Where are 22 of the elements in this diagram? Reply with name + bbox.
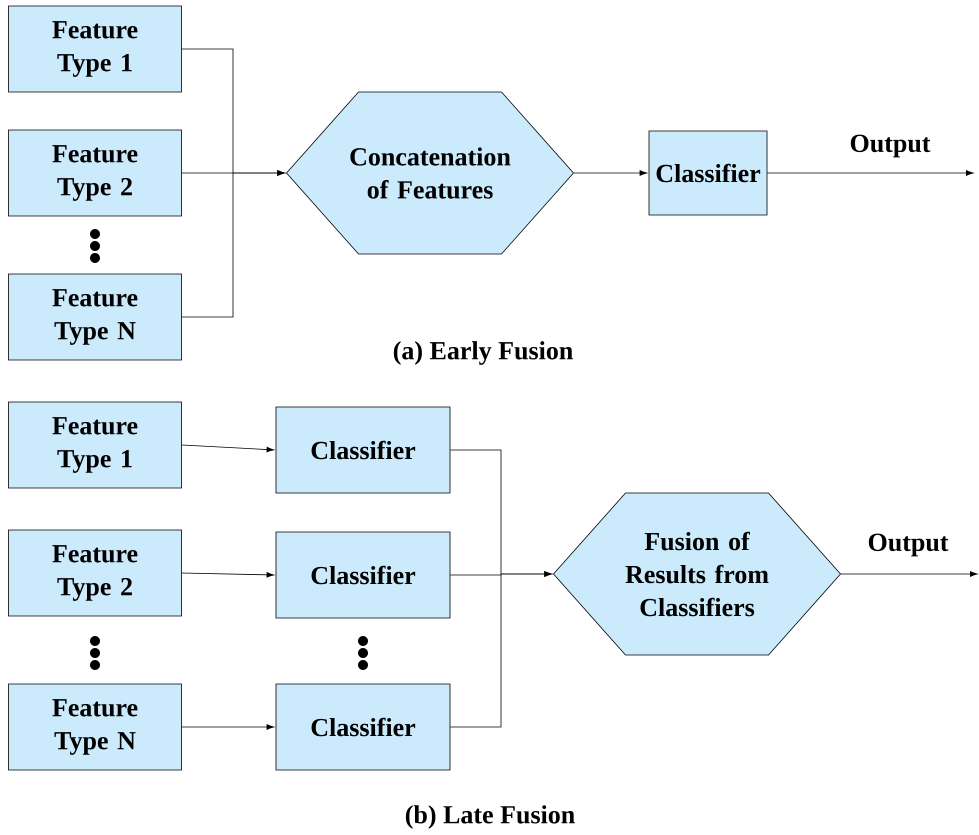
process-box: Feature Type N bbox=[8, 684, 182, 770]
process-box: Classifier bbox=[276, 684, 450, 770]
caption: (a) Early Fusion bbox=[394, 341, 573, 365]
process-box: Feature Type 1 bbox=[8, 402, 182, 488]
arrow bbox=[182, 572, 274, 578]
process-box: Feature Type N bbox=[8, 274, 182, 360]
arrow bbox=[840, 571, 978, 577]
arrow bbox=[182, 724, 274, 730]
arrow bbox=[182, 444, 274, 452]
process-box: Classifier bbox=[276, 406, 450, 494]
arrow bbox=[450, 571, 552, 728]
arrow bbox=[182, 170, 285, 318]
process-box: Classifier bbox=[648, 130, 768, 216]
arrow bbox=[573, 170, 648, 176]
edge-label: Output bbox=[868, 534, 948, 556]
process-box: Feature Type 2 bbox=[8, 530, 182, 616]
edge-label: Output bbox=[850, 134, 930, 158]
caption: (b) Late Fusion bbox=[406, 805, 575, 829]
process-box: Feature Type 2 bbox=[8, 130, 182, 216]
process-box: Classifier bbox=[276, 532, 450, 618]
process-box: Feature Type 1 bbox=[8, 6, 182, 92]
arrow bbox=[767, 170, 974, 176]
